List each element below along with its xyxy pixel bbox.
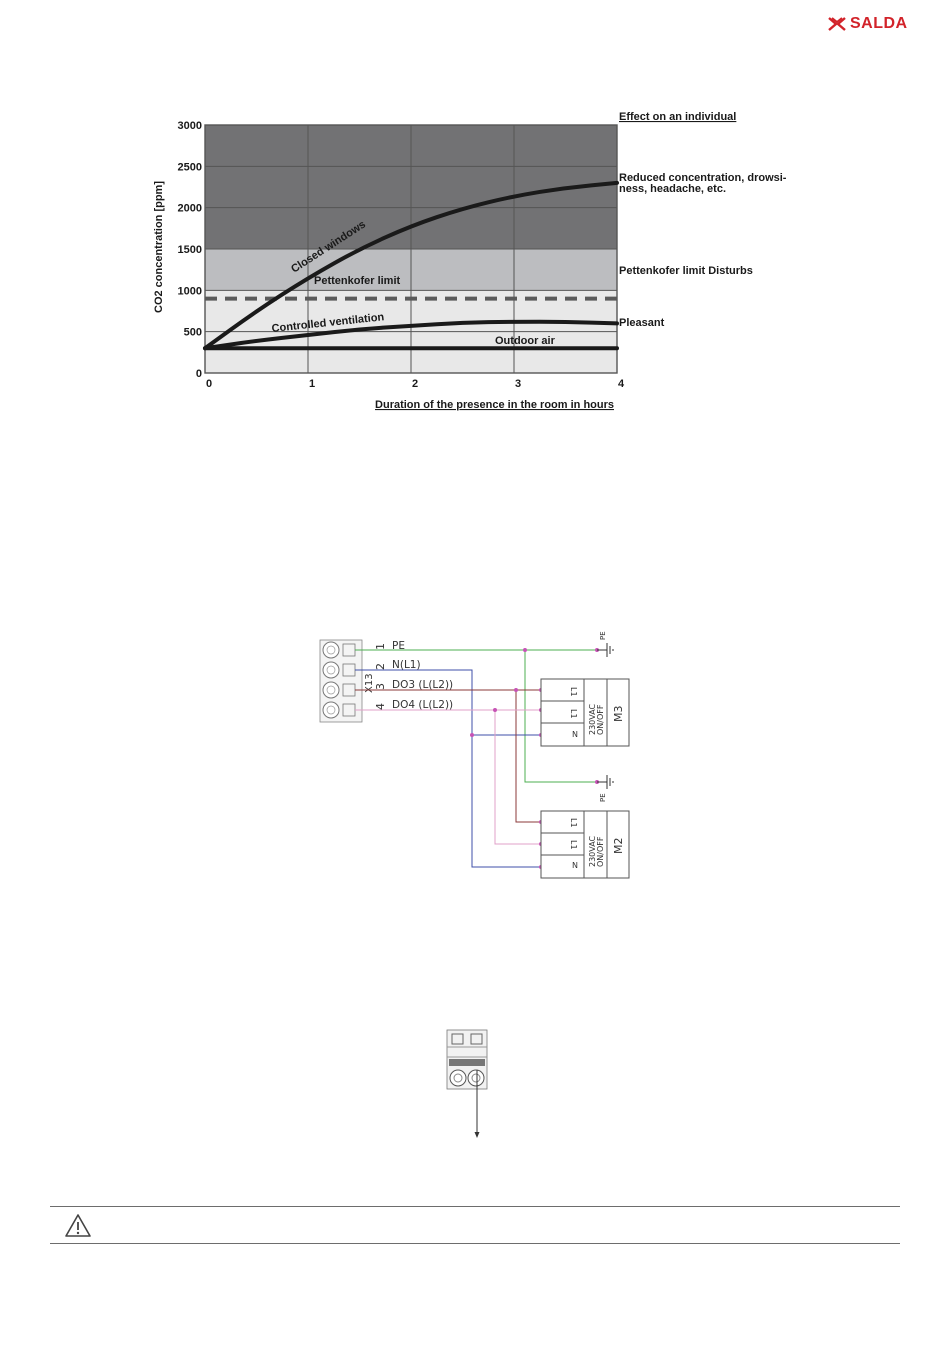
wire-pe	[355, 649, 597, 783]
wiring-diagram: X13 1 2 3 4 PE N(L1) DO3 (L(L2)) DO4 (L(…	[310, 625, 640, 890]
effect-pleasant: Pleasant	[619, 317, 665, 329]
m3-pin-n: N	[572, 730, 578, 739]
brand-logo: SALDA	[828, 14, 908, 38]
brand-name: SALDA	[850, 15, 908, 32]
x-tick-1: 1	[309, 378, 315, 390]
y-tick-2500: 2500	[178, 161, 202, 173]
terminal-label-pe: PE	[392, 640, 405, 652]
chart-grid	[205, 125, 617, 373]
x-tick-2: 2	[412, 378, 418, 390]
warning-triangle-icon	[64, 1213, 92, 1238]
x-axis-label: Duration of the presence in the room in …	[375, 399, 614, 411]
plot-frame	[204, 124, 618, 374]
terminal-block-label: X13	[364, 673, 375, 693]
terminal-number-1: 1	[374, 643, 387, 650]
wire-n	[355, 669, 541, 868]
warning-divider-bottom	[50, 1243, 900, 1244]
effect-reduced-concentration-line2: ness, headache, etc.	[619, 183, 726, 195]
series-line-controlled-ventilation	[203, 319, 619, 351]
terminal-number-2: 2	[374, 663, 387, 670]
m2-pin-1: L1	[569, 818, 578, 828]
terminal-screws	[322, 641, 356, 719]
ground-label-top: PE	[599, 631, 607, 640]
x-tick-0: 0	[206, 378, 212, 390]
wire-do4	[355, 709, 541, 845]
effect-heading: Effect on an individual	[619, 111, 736, 123]
ground-icon	[597, 643, 614, 657]
m2-voltage: 230VAC	[588, 835, 597, 867]
terminal-label-n: N(L1)	[392, 659, 421, 671]
y-tick-500: 500	[184, 327, 202, 339]
wiring-diagram-svg: X13 1 2 3 4 PE N(L1) DO3 (L(L2)) DO4 (L(…	[319, 631, 630, 879]
wire-do3	[355, 689, 541, 823]
m2-name: M2	[612, 838, 625, 855]
y-tick-1500: 1500	[178, 244, 202, 256]
m3-name: M3	[612, 706, 625, 723]
y-tick-labels: 0 500 1000 1500 2000 2500 3000	[178, 120, 202, 380]
m3-pin-2: L1	[569, 709, 578, 719]
ground-label-bottom: PE	[599, 793, 607, 802]
y-tick-2000: 2000	[178, 203, 202, 215]
m2-mode: ON/OFF	[596, 836, 605, 867]
y-tick-3000: 3000	[178, 120, 202, 132]
terminal-block: X13 1 2 3 4	[319, 639, 387, 723]
chart-series	[203, 180, 619, 351]
m2-pin-n: N	[572, 861, 578, 870]
series-label-outdoor-air: Outdoor air	[495, 335, 556, 347]
terminal-number-4: 4	[374, 703, 387, 710]
m3-voltage: 230VAC	[588, 703, 597, 735]
m3-mode: ON/OFF	[596, 704, 605, 735]
effect-reduced-concentration-line1: Reduced concentration, drowsi-	[619, 172, 787, 184]
terminal-label-do3: DO3 (L(L2))	[392, 679, 453, 691]
warning-divider-top	[50, 1206, 900, 1207]
y-tick-0: 0	[196, 368, 202, 380]
x-tick-4: 4	[618, 378, 625, 390]
terminal-label-do4: DO4 (L(L2))	[392, 699, 453, 711]
x-tick-labels: 0 1 2 3 4	[206, 378, 625, 390]
motor-m3: L1 L1 N 230VAC ON/OFF M3	[540, 678, 630, 747]
motor-m2: L1 L1 N 230VAC ON/OFF M2	[540, 810, 630, 879]
m3-pin-1: L1	[569, 687, 578, 697]
co2-chart: 0 500 1000 1500 2000 2500 3000 0 1 2 3 4 CO2 conce…	[140, 90, 820, 420]
series-line-closed-windows	[203, 180, 619, 351]
co2-chart-svg: 0 500 1000 1500 2000 2500 3000 0 1 2 3 4 CO2 conce…	[153, 111, 787, 411]
x-tick-3: 3	[515, 378, 521, 390]
effect-pettenkofer-disturbs: Pettenkofer limit Disturbs	[619, 265, 753, 277]
y-axis-label: CO2 concentration [ppm]	[153, 181, 165, 313]
salda-logo-icon	[828, 17, 846, 31]
two-pin-terminal-connector-icon	[440, 1025, 500, 1140]
ground-icon	[597, 775, 614, 789]
m2-pin-2: L1	[569, 840, 578, 850]
reference-line-label: Pettenkofer limit	[314, 275, 401, 287]
terminal-number-3: 3	[374, 683, 387, 690]
y-tick-1000: 1000	[178, 285, 202, 297]
